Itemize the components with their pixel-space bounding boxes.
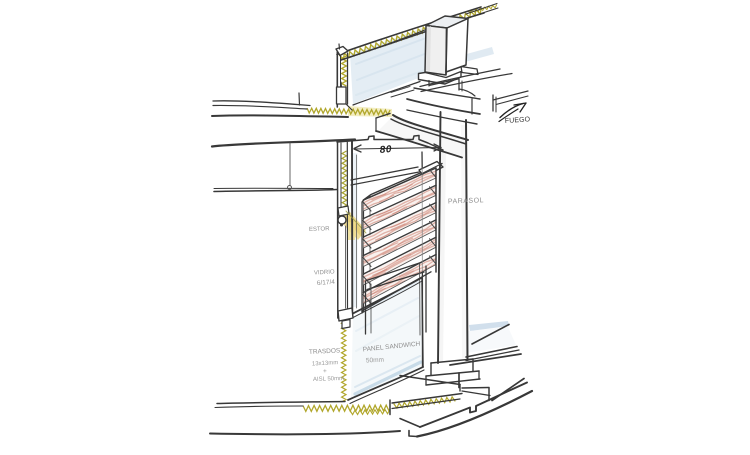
svg-text:FUEGO: FUEGO [505,116,531,125]
svg-text:6/17/4: 6/17/4 [317,279,336,287]
svg-text:13x13mm: 13x13mm [312,359,339,367]
svg-text:TRASDOS: TRASDOS [309,347,341,356]
svg-text:50mm: 50mm [366,357,384,365]
svg-text:VIDRIO: VIDRIO [314,268,335,276]
svg-text:AISL 50mm: AISL 50mm [313,375,344,383]
svg-text:ESTOR: ESTOR [309,225,330,233]
svg-text:+: + [323,368,327,375]
svg-text:80: 80 [379,144,392,156]
svg-text:PARASOL: PARASOL [448,197,484,205]
